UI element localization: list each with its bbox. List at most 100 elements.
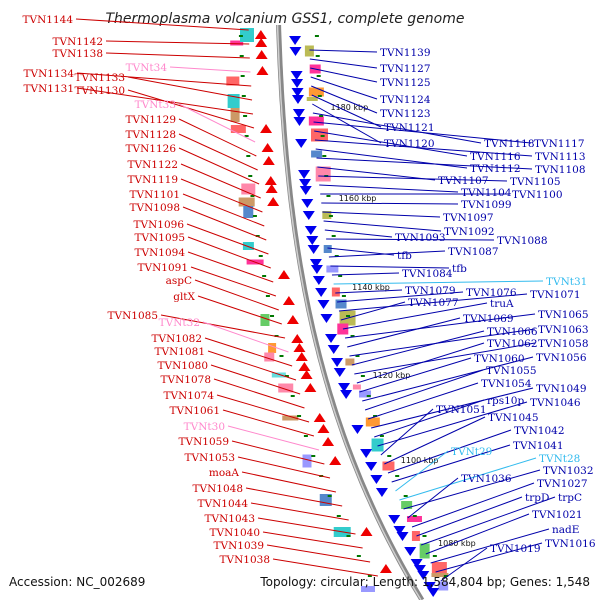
- scale-tick: [322, 155, 327, 157]
- forward-gene-label: TVN1126: [126, 143, 177, 155]
- reverse-gene-label: TVN1127: [380, 63, 431, 75]
- scale-tick: [246, 155, 251, 157]
- scale-tick: [265, 295, 270, 297]
- reverse-gene-label: rps10p: [487, 395, 524, 407]
- forward-gene-label: TVNt34: [126, 62, 168, 74]
- forward-gene-block: [238, 197, 255, 207]
- reverse-gene-label: TVN1087: [448, 246, 499, 258]
- reverse-gene-label: TVN1088: [497, 235, 548, 247]
- reverse-gene-connector: [351, 330, 485, 366]
- scale-label: 1080 kbp: [438, 539, 476, 548]
- forward-gene-connector: [190, 266, 277, 297]
- forward-gene-connector: [178, 147, 260, 185]
- reverse-gene-arrow: [291, 79, 304, 88]
- reverse-gene-label: TVN1093: [395, 232, 446, 244]
- forward-gene-block: [226, 76, 240, 86]
- reverse-gene-arrow: [340, 390, 353, 399]
- reverse-gene-connector: [316, 157, 533, 170]
- reverse-gene-connector: [354, 342, 536, 375]
- scale-tick: [367, 575, 372, 577]
- reverse-gene-block: [308, 116, 324, 126]
- reverse-gene-connector: [309, 49, 378, 53]
- scale-tick: [248, 175, 253, 177]
- forward-gene-arrow: [313, 413, 326, 422]
- scale-tick: [403, 495, 408, 497]
- reverse-gene-connector: [317, 166, 436, 181]
- reverse-gene-block: [359, 390, 372, 398]
- forward-gene-label: TVN1119: [128, 174, 179, 186]
- scale-tick: [252, 215, 257, 217]
- reverse-gene-connector: [322, 211, 441, 218]
- forward-gene-connector: [127, 89, 255, 129]
- reverse-gene-arrow: [301, 199, 314, 208]
- forward-gene-connector: [180, 178, 263, 213]
- reverse-gene-block: [308, 87, 324, 97]
- forward-gene-label: TVN1098: [130, 202, 181, 214]
- scale-tick: [346, 315, 351, 317]
- feature-track: [226, 28, 449, 597]
- reverse-gene-block: [431, 562, 447, 576]
- forward-gene-arrow: [264, 176, 277, 185]
- forward-gene-label: TVN1044: [198, 498, 249, 510]
- scale-tick: [303, 435, 308, 437]
- scale-tick: [331, 235, 336, 237]
- reverse-gene-block: [315, 166, 331, 182]
- forward-gene-connector: [216, 394, 310, 423]
- scale-tick: [422, 535, 427, 537]
- reverse-gene-arrow: [351, 425, 364, 434]
- forward-gene-label: TVN1122: [128, 159, 179, 171]
- reverse-gene-label: TVN1116: [470, 151, 521, 163]
- scale-tick: [240, 75, 245, 77]
- scale-tick: [315, 55, 320, 57]
- reverse-gene-connector: [321, 202, 459, 205]
- scale-tick: [316, 75, 321, 77]
- reverse-gene-connector: [314, 130, 468, 157]
- reverse-gene-label: trpC: [558, 492, 582, 504]
- reverse-gene-arrow: [291, 95, 304, 104]
- scale-tick: [412, 515, 417, 517]
- forward-gene-block: [278, 383, 294, 393]
- reverse-gene-connector: [425, 513, 530, 555]
- forward-gene-arrow: [255, 38, 268, 47]
- forward-gene-block: [271, 372, 286, 378]
- forward-gene-label: TVN1078: [161, 374, 212, 386]
- forward-gene-arrow: [282, 296, 295, 305]
- scale-tick: [334, 255, 339, 257]
- reverse-gene-connector: [340, 301, 406, 321]
- scale-tick: [243, 115, 248, 117]
- reverse-gene-arrow: [312, 276, 325, 285]
- scale-label: 1160 kbp: [339, 194, 377, 203]
- reverse-gene-label: TVN1036: [461, 473, 512, 485]
- scale-tick: [297, 415, 302, 417]
- reverse-gene-label: TVN1139: [380, 47, 431, 59]
- genome-summary-text: Topology: circular; Length: 1,584,804 bp…: [259, 575, 590, 589]
- reverse-gene-connector: [324, 229, 393, 238]
- scale-tick: [341, 295, 346, 297]
- scale-tick: [239, 55, 244, 57]
- reverse-gene-label: TVN1124: [380, 94, 431, 106]
- reverse-gene-connector: [411, 482, 535, 528]
- reverse-gene-label: truA: [490, 298, 514, 310]
- reverse-gene-label: TVN1066: [487, 326, 538, 338]
- forward-gene-label: gltX: [173, 291, 195, 303]
- reverse-gene-arrow: [417, 571, 430, 580]
- reverse-gene-connector: [387, 429, 512, 474]
- reverse-gene-label: TVN1077: [408, 297, 459, 309]
- forward-gene-block: [282, 415, 299, 421]
- forward-gene-label: TVN1144: [23, 14, 74, 26]
- forward-gene-label: TVN1081: [155, 346, 206, 358]
- reverse-gene-label: TVN1049: [536, 383, 587, 395]
- map-title: Thermoplasma volcanium GSS1, complete ge…: [105, 11, 464, 27]
- forward-gene-label: TVN1095: [135, 232, 186, 244]
- reverse-gene-connector: [356, 342, 485, 384]
- forward-gene-block: [230, 125, 246, 133]
- scale-tick: [255, 235, 260, 237]
- reverse-gene-connector: [384, 416, 486, 465]
- reverse-gene-label: TVN1058: [538, 338, 589, 350]
- reverse-gene-block: [304, 45, 314, 57]
- reverse-gene-label: TVN1021: [532, 509, 583, 521]
- reverse-gene-label: TVN1046: [530, 397, 581, 409]
- forward-gene-arrow: [322, 437, 335, 446]
- reverse-gene-arrow: [393, 526, 406, 535]
